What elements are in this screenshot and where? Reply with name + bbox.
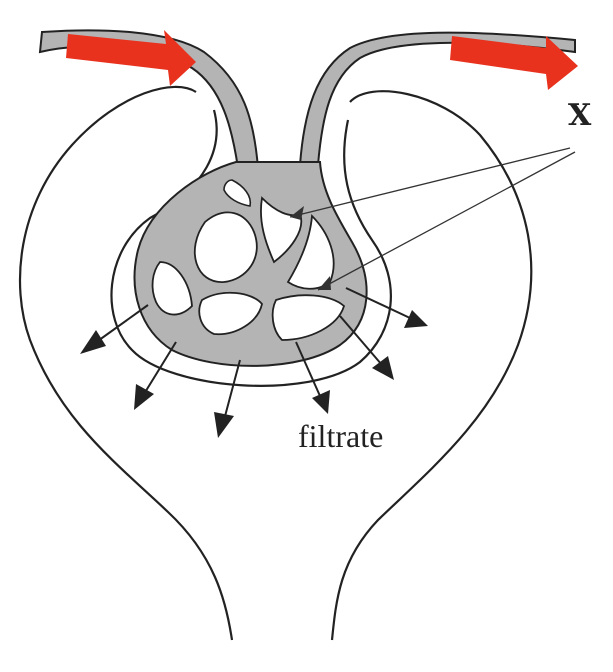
x-pointer-head-1 xyxy=(290,206,304,220)
filtration-arrowhead xyxy=(214,412,234,438)
filtration-arrow-line xyxy=(223,359,241,421)
filtration-arrowhead xyxy=(404,310,428,328)
label-x: X xyxy=(568,98,592,133)
filtration-arrow-line xyxy=(339,315,383,366)
capillary-gap-2 xyxy=(260,196,303,264)
filtration-arrow-line xyxy=(94,304,149,344)
capillary-gap-5 xyxy=(198,291,263,335)
capsule-outer-wall-right xyxy=(330,90,533,641)
filtration-arrow-line xyxy=(143,341,177,395)
x-pointer-1 xyxy=(289,147,571,218)
label-filtrate: filtrate xyxy=(298,418,384,454)
capillary-gap-3 xyxy=(286,213,335,290)
flow-out-arrow xyxy=(450,36,578,90)
capsule-outer-wall xyxy=(18,85,234,641)
capillary-gap-7 xyxy=(223,179,252,207)
filtration-arrowhead xyxy=(80,330,106,354)
capillary-gap-4 xyxy=(151,261,193,316)
filtration-arrows xyxy=(80,287,428,438)
x-pointer-head-2 xyxy=(318,276,331,290)
filtration-arrow-line xyxy=(345,287,411,319)
capillary-gap-1 xyxy=(194,211,258,283)
x-pointer-2 xyxy=(317,151,576,291)
filtration-arrowhead xyxy=(312,390,330,414)
flow-in-arrow xyxy=(66,30,196,86)
filtration-arrow-line xyxy=(295,341,321,397)
filtration-arrowhead xyxy=(372,356,394,380)
filtration-arrowhead xyxy=(134,384,154,410)
capillary-gap-6 xyxy=(271,294,346,341)
